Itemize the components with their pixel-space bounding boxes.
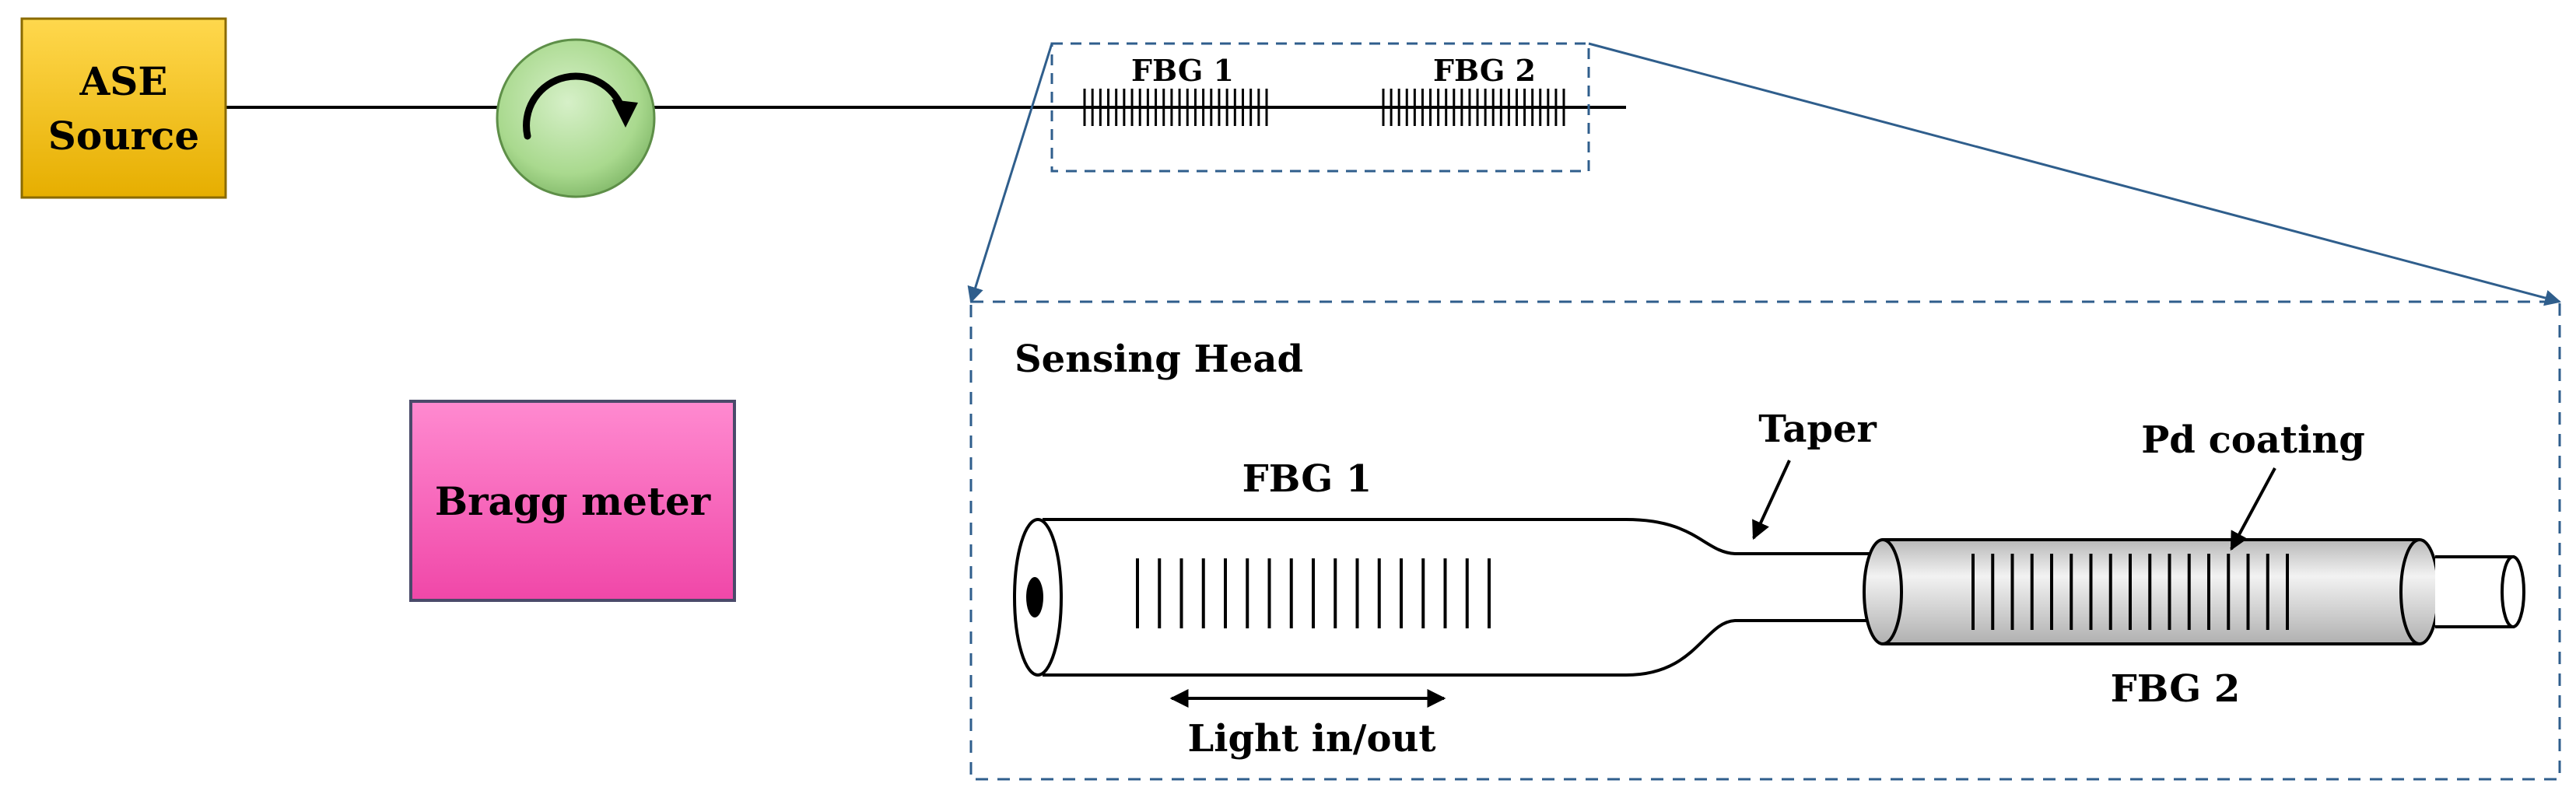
light-in-out-label: Light in/out [1187,717,1435,761]
inset-fbg1-grating [1083,89,1268,126]
fiber-tail-end [2501,555,2525,628]
zoom-line-left [967,43,1053,304]
bragg-meter-label: Bragg meter [435,478,711,524]
fbg1-grating [1136,558,1491,628]
inset-fbg1-label: FBG 1 [1131,53,1234,88]
inset-fbg2-grating [1382,89,1565,126]
circulator-arrow-icon [523,72,628,140]
taper-pointer-arrow [1752,460,1791,540]
sensing-head-title: Sensing Head [1015,338,1303,381]
ase-source-label-line1: ASE [79,58,167,104]
zoom-line-right [1588,42,2562,306]
pd-coating-pointer-arrow [2230,467,2276,551]
fiber-inset-box [1050,42,1590,173]
taper-label: Taper [1758,407,1877,451]
fiber-core-dot [1026,577,1043,617]
fiber-body-outline [1043,518,1900,677]
optical-circulator [496,38,656,198]
sensing-head-box [969,300,2561,781]
bragg-meter-block: Bragg meter [409,400,736,602]
ase-source-block: ASE Source [20,17,227,199]
sensing-fbg1-label: FBG 1 [1242,457,1372,501]
sensing-fbg2-label: FBG 2 [2111,667,2241,711]
ase-source-label-line2: Source [48,113,199,159]
inset-fbg2-label: FBG 2 [1433,53,1536,88]
pd-coating-label: Pd coating [2141,418,2365,462]
fbg2-grating [1971,554,2289,630]
